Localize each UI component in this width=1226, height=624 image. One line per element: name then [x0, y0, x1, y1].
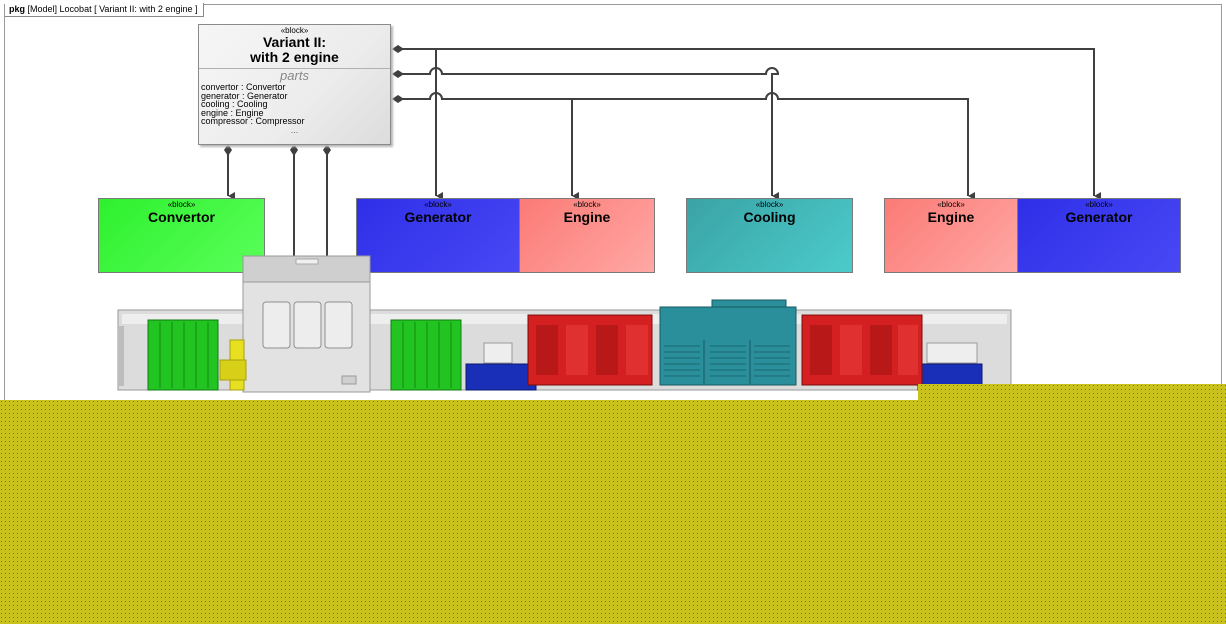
block-stereotype: «block»	[424, 200, 452, 209]
block-stereotype: «block»	[573, 200, 601, 209]
block-name: Engine	[563, 209, 611, 225]
composition-diamond	[392, 70, 404, 78]
locomotive-cab	[242, 255, 371, 393]
cooling-block[interactable]: «block» Cooling	[686, 198, 853, 273]
block-stereotype: «block»	[937, 200, 965, 209]
connector-generator-2[interactable]	[398, 48, 1101, 200]
composition-diamond	[224, 144, 232, 156]
part-item[interactable]: generator : Generator	[201, 90, 288, 101]
variant-title-line2: with 2 engine	[250, 49, 339, 65]
part-item[interactable]: compressor : Compressor	[201, 116, 305, 126]
block-stereotype: «block»	[1085, 200, 1113, 209]
block-name: Engine	[927, 209, 975, 225]
block-name: Generator	[1065, 209, 1133, 225]
part-item[interactable]: convertor : Convertor	[201, 82, 286, 92]
block-stereotype: «block»	[167, 200, 196, 209]
variant-block[interactable]: «block» Variant II: with 2 engine parts …	[198, 24, 391, 145]
block-name: Convertor	[148, 209, 215, 225]
compressor-unit	[219, 339, 247, 391]
convertor-unit	[147, 319, 219, 391]
convertor-unit	[390, 319, 462, 391]
cooling-unit	[659, 299, 797, 386]
variant-title-line1: Variant II:	[262, 34, 327, 50]
part-item[interactable]: engine : Engine	[201, 107, 264, 118]
variant-stereotype: «block»	[280, 26, 309, 35]
part-item[interactable]: cooling : Cooling	[201, 99, 268, 109]
generator-block[interactable]: «block» Generator	[1017, 198, 1181, 273]
generator-block[interactable]: «block» Generator	[356, 198, 520, 273]
overlay-band	[0, 384, 1226, 624]
composition-diamond	[392, 95, 404, 103]
engine-unit	[527, 314, 923, 386]
composition-diamond	[323, 144, 331, 156]
convertor-block[interactable]: «block» Convertor	[98, 198, 265, 273]
block-name: Generator	[404, 209, 472, 225]
parts-compartment-title: parts	[280, 68, 309, 83]
engine-block[interactable]: «block» Engine	[884, 198, 1018, 273]
block-name: Cooling	[743, 209, 796, 225]
parts-ellipsis: ...	[290, 124, 299, 135]
composition-diamond	[392, 45, 404, 53]
connector-engine-2[interactable]	[398, 92, 975, 200]
frame-label: [Model] Locobat [ Variant II: with 2 eng…	[27, 4, 198, 14]
frame-kind: pkg	[9, 4, 26, 14]
block-stereotype: «block»	[755, 200, 784, 209]
engine-block[interactable]: «block» Engine	[519, 198, 655, 273]
composition-diamond	[290, 144, 298, 156]
frame-header-tab[interactable]: pkg [Model] Locobat [ Variant II: with 2…	[5, 3, 205, 17]
connector-cooling[interactable]	[398, 67, 780, 200]
parts-list: convertor : Convertor generator : Genera…	[199, 83, 390, 126]
